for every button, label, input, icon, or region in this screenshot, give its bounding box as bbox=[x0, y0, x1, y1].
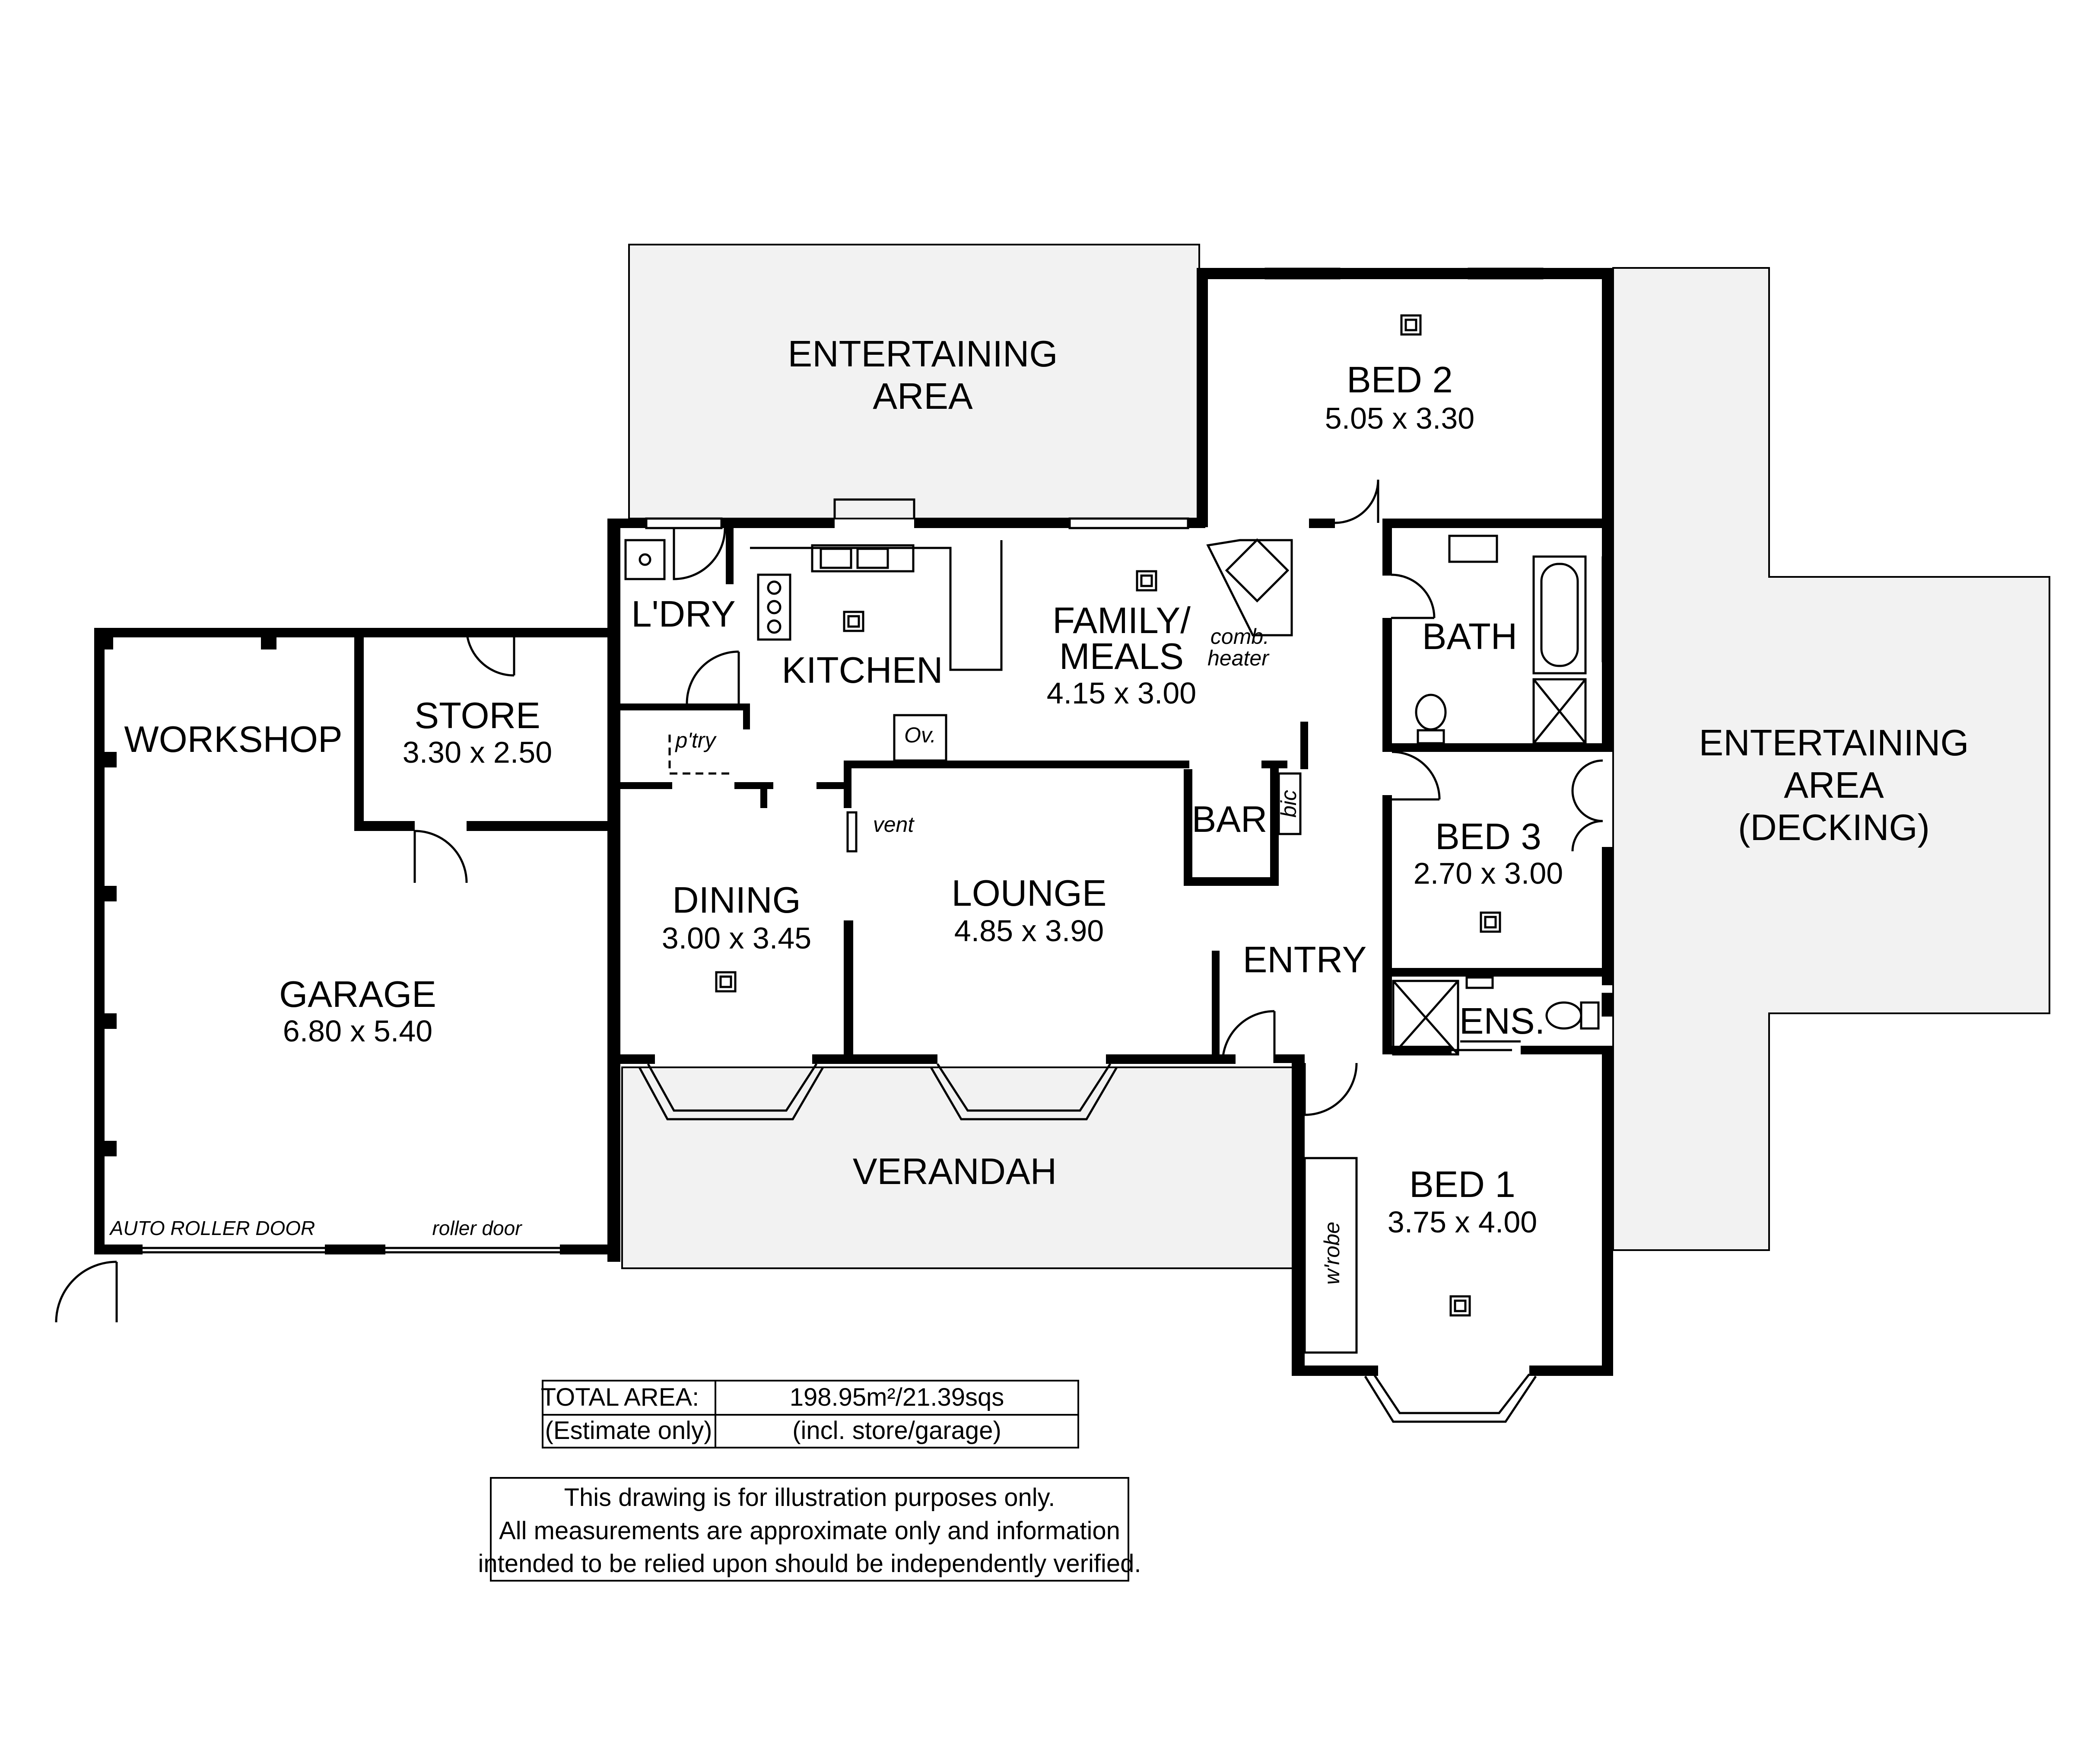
bath-label: BATH bbox=[1422, 616, 1517, 657]
fixtures bbox=[624, 314, 1600, 1354]
roller-door-label: roller door bbox=[432, 1217, 522, 1239]
entertaining-right-label-1: ENTERTAINING bbox=[1699, 723, 1969, 764]
wrobe-label: w'robe bbox=[1320, 1222, 1344, 1285]
auto-roller-door-label: AUTO ROLLER DOOR bbox=[109, 1217, 315, 1239]
workshop-label: WORKSHOP bbox=[124, 719, 342, 760]
vent-label: vent bbox=[873, 812, 915, 837]
lounge-label: LOUNGE bbox=[952, 873, 1107, 914]
area-table: TOTAL AREA: 198.95m²/21.39sqs (Estimate … bbox=[541, 1380, 1079, 1448]
dining-label: DINING bbox=[672, 880, 801, 921]
entertaining-area-top bbox=[628, 244, 1200, 519]
bic-label: bic bbox=[1277, 790, 1301, 818]
entertaining-area-right bbox=[1612, 267, 2050, 1251]
bed1-dims: 3.75 x 4.00 bbox=[1388, 1205, 1537, 1239]
area-label-row1: TOTAL AREA: bbox=[541, 1383, 699, 1411]
bay-windows bbox=[638, 1063, 1537, 1423]
pantry-label: p'try bbox=[675, 728, 717, 752]
entertaining-top-label-2: AREA bbox=[873, 376, 973, 417]
house-walls bbox=[607, 268, 1613, 1376]
bed3-dims: 2.70 x 3.00 bbox=[1414, 856, 1563, 890]
garage-dims: 6.80 x 5.40 bbox=[283, 1014, 432, 1048]
entry-label: ENTRY bbox=[1243, 939, 1367, 980]
bed2-label: BED 2 bbox=[1347, 360, 1453, 401]
disclaimer-line-2: All measurements are approximate only an… bbox=[499, 1517, 1120, 1545]
ldry-label: L'DRY bbox=[631, 594, 735, 635]
entertaining-top-label-1: ENTERTAINING bbox=[788, 334, 1058, 375]
verandah-label: VERANDAH bbox=[853, 1151, 1057, 1192]
family-label-2: MEALS bbox=[1059, 636, 1184, 677]
bar-label: BAR bbox=[1192, 799, 1268, 840]
entertaining-right-label-3: (DECKING) bbox=[1738, 807, 1930, 848]
lounge-dims: 4.85 x 3.90 bbox=[954, 914, 1104, 948]
entertaining-right-label-2: AREA bbox=[1784, 765, 1884, 806]
doors bbox=[673, 479, 1603, 1116]
kitchen-label: KITCHEN bbox=[782, 650, 943, 691]
oven-label: Ov. bbox=[904, 723, 936, 747]
windows bbox=[645, 267, 1614, 1017]
family-label-1: FAMILY/ bbox=[1052, 600, 1191, 641]
area-value-row2: (incl. store/garage) bbox=[792, 1417, 1001, 1445]
bed1-label: BED 1 bbox=[1409, 1164, 1515, 1205]
disclaimer-box: This drawing is for illustration purpose… bbox=[478, 1477, 1141, 1582]
store-label: STORE bbox=[414, 695, 540, 736]
disclaimer-line-1: This drawing is for illustration purpose… bbox=[564, 1483, 1055, 1512]
garage-doors bbox=[55, 627, 579, 1323]
comb-heater-label-1: comb. bbox=[1210, 624, 1269, 649]
area-value-row1: 198.95m²/21.39sqs bbox=[790, 1383, 1004, 1411]
garage-label: GARAGE bbox=[279, 974, 436, 1015]
ens-label: ENS. bbox=[1459, 1001, 1545, 1042]
comb-heater-label-2: heater bbox=[1207, 646, 1270, 670]
disclaimer-line-3: intended to be relied upon should be ind… bbox=[478, 1550, 1141, 1578]
bed3-label: BED 3 bbox=[1435, 816, 1541, 857]
family-dims: 4.15 x 3.00 bbox=[1047, 676, 1196, 710]
area-label-row2: (Estimate only) bbox=[545, 1417, 712, 1445]
bed2-dims: 5.05 x 3.30 bbox=[1325, 401, 1474, 435]
store-dims: 3.30 x 2.50 bbox=[403, 735, 552, 769]
dining-dims: 3.00 x 3.45 bbox=[662, 921, 811, 955]
